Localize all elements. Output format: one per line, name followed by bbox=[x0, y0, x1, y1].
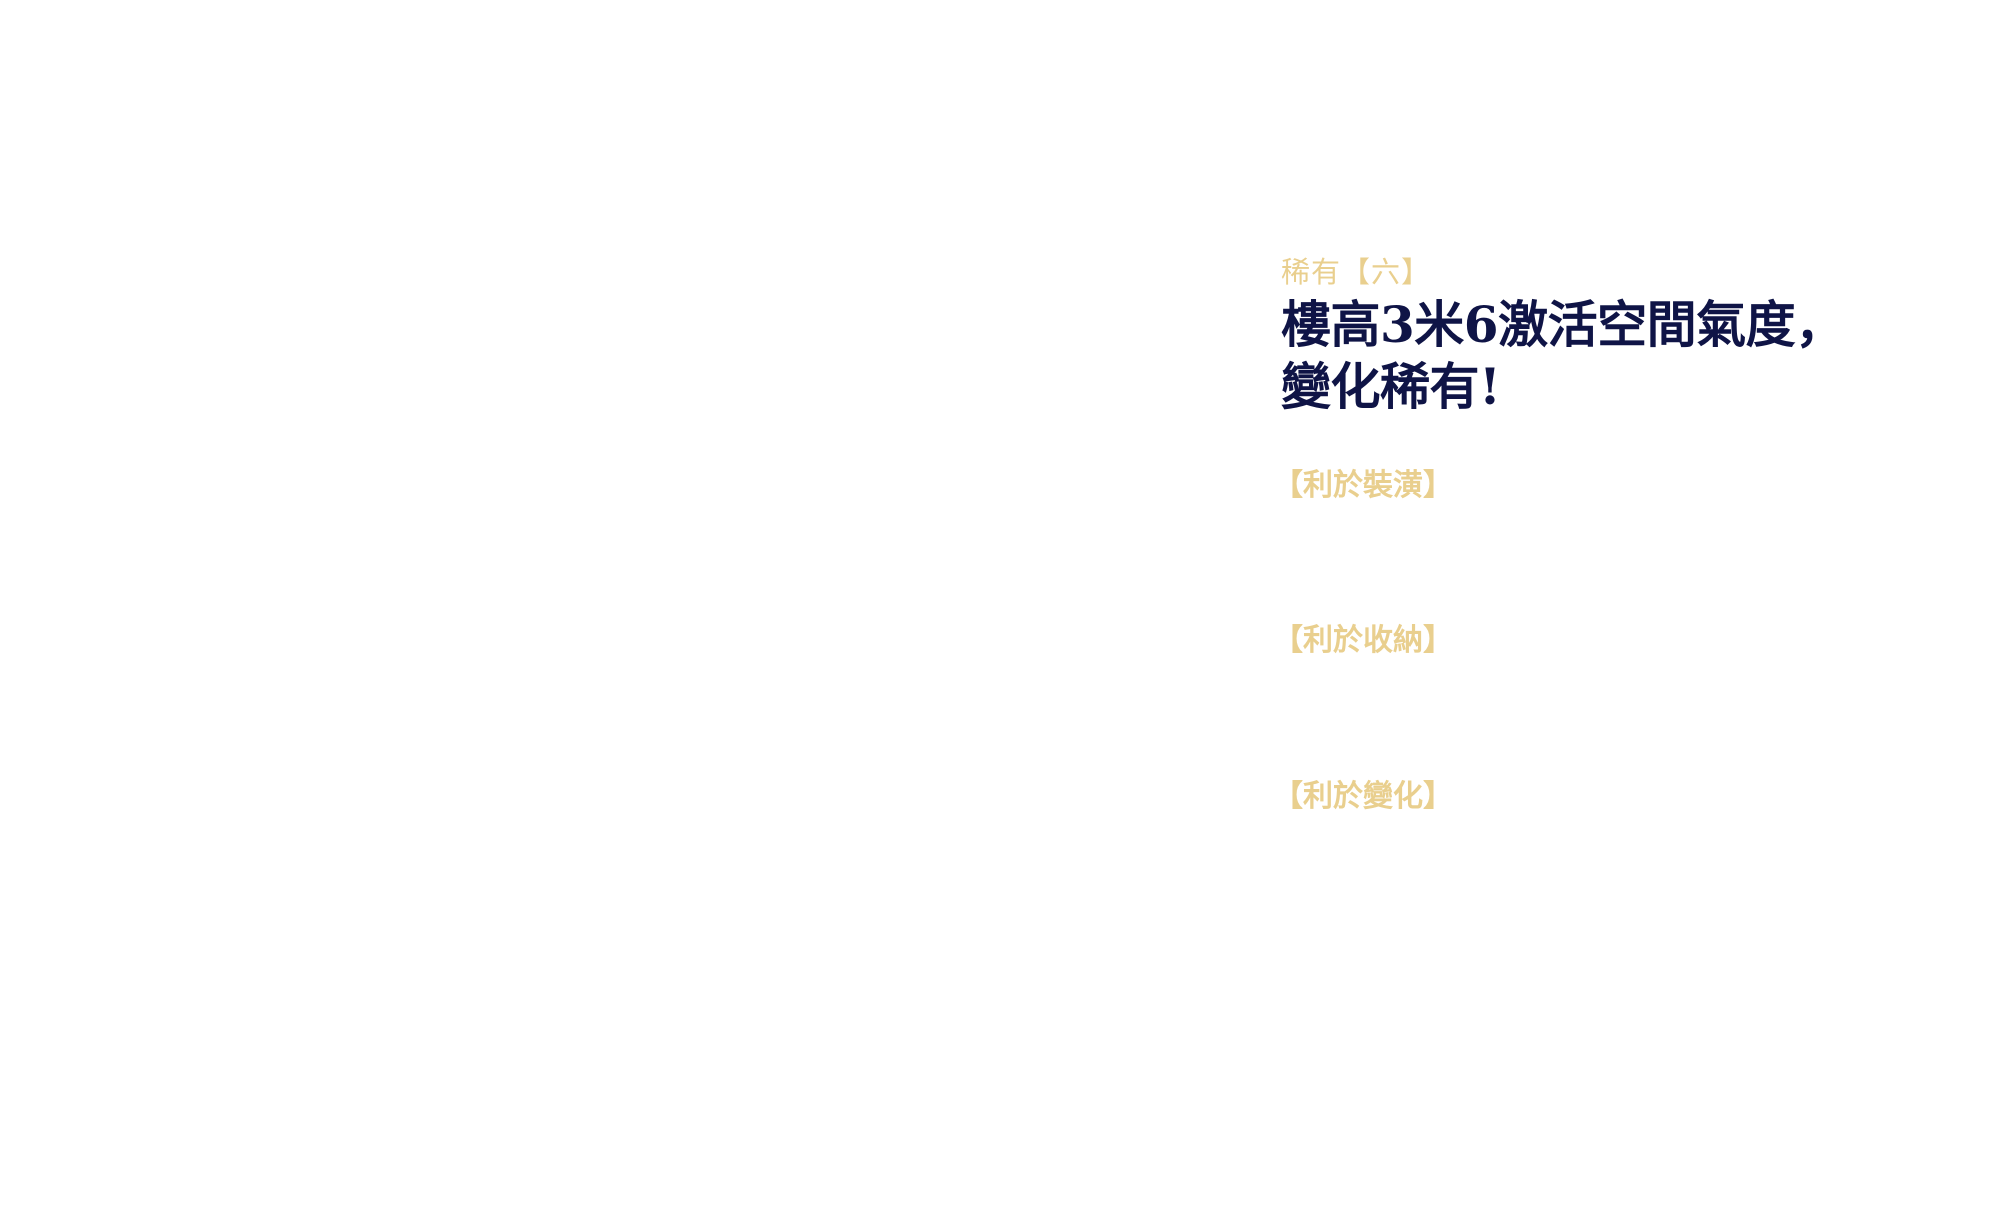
headline-line-2: 變化稀有! bbox=[1281, 357, 1501, 416]
section-eyebrow: 稀有【六】 bbox=[1281, 255, 1432, 289]
feature-label-storage: 【利於收納】 bbox=[1273, 623, 1453, 658]
headline-line-1: 樓高3米6激活空間氣度， bbox=[1281, 295, 1845, 354]
feature-label-flexibility: 【利於變化】 bbox=[1273, 779, 1453, 814]
section-headline: 樓高3米6激活空間氣度， 變化稀有! bbox=[1281, 294, 1845, 418]
feature-label-decoration: 【利於裝潢】 bbox=[1273, 468, 1453, 503]
